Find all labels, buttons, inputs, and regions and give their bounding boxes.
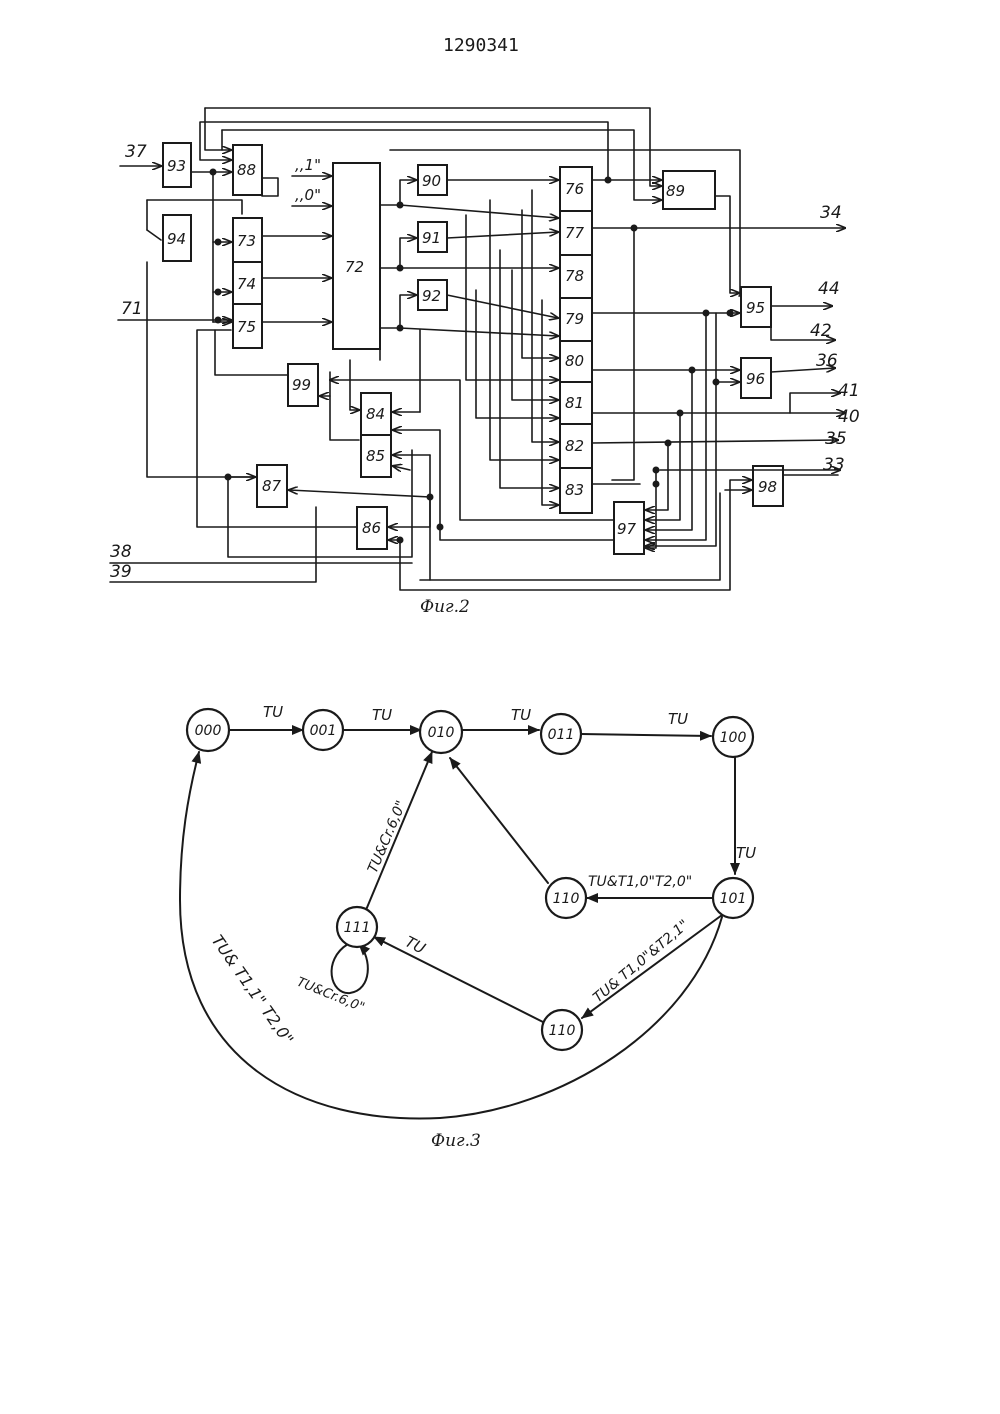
block-88-label: 88 (237, 161, 256, 179)
block-72 (333, 163, 380, 349)
block-94-label: 94 (167, 230, 186, 248)
state-110-upper-label: 110 (553, 891, 580, 907)
block-77-label: 77 (565, 224, 585, 242)
state-110-lower-label: 110 (549, 1023, 576, 1039)
block-99-label: 99 (292, 376, 311, 394)
transition-011-100-label: TU (668, 710, 688, 728)
block-78-label: 78 (565, 267, 584, 285)
state-010-label: 010 (428, 725, 455, 741)
block-79-label: 79 (565, 310, 584, 328)
transition-010-011-label: TU (511, 706, 531, 724)
block-80-label: 80 (565, 352, 584, 370)
output-40-label: 40 (838, 407, 860, 427)
transition-000-001-label: TU (263, 703, 283, 721)
block-91-label: 91 (422, 229, 441, 247)
transition-101-110b-label: TU& T1,0"&T2,1" (590, 917, 692, 1006)
transition-101-000-label: TU& T1,1" T2,0" (208, 931, 298, 1048)
block-83-label: 83 (565, 481, 584, 499)
fig3-edges (180, 730, 735, 1119)
block-75-label: 75 (237, 318, 256, 336)
transition-101-110-label: TU&T1,0"T2,0" (588, 874, 692, 890)
output-41-label: 41 (838, 381, 860, 401)
transition-100-101-label: TU (736, 844, 756, 862)
output-35-label: 35 (825, 429, 847, 449)
block-76-label: 76 (565, 180, 584, 198)
const-0-label: ,,0" (295, 186, 321, 204)
state-111-label: 111 (344, 920, 371, 936)
block-89-label: 89 (666, 182, 685, 200)
input-71-label: 71 (121, 299, 143, 319)
document-number: 1290341 (443, 35, 519, 56)
block-92-label: 92 (422, 287, 441, 305)
block-84-label: 84 (366, 405, 385, 423)
const-1-label: ,,1" (295, 156, 321, 174)
block-93-label: 93 (167, 157, 186, 175)
output-44-label: 44 (818, 279, 840, 299)
block-95-label: 95 (746, 299, 765, 317)
input-37-label: 37 (125, 142, 147, 162)
transition-111-self-label: TU&Cr.6,0" (295, 975, 367, 1016)
fig2-junctions (210, 169, 734, 544)
block-97-label: 97 (617, 520, 637, 538)
block-72-label: 72 (345, 258, 364, 276)
fig2-wiring (110, 108, 845, 590)
figure-2-block-diagram: 93 88 94 73 74 75 72 90 91 92 76 77 78 7… (110, 108, 860, 617)
block-87-label: 87 (262, 477, 282, 495)
input-39-label: 39 (110, 562, 132, 582)
block-96-label: 96 (746, 370, 765, 388)
state-011-label: 011 (548, 727, 575, 743)
block-85-label: 85 (366, 447, 385, 465)
state-101-label: 101 (720, 891, 747, 907)
output-42-label: 42 (810, 321, 832, 341)
block-90-label: 90 (422, 172, 441, 190)
state-000-label: 000 (195, 723, 222, 739)
block-74-label: 74 (237, 275, 256, 293)
state-001-label: 001 (310, 723, 337, 739)
block-82-label: 82 (565, 437, 584, 455)
block-73-label: 73 (237, 232, 256, 250)
input-38-label: 38 (110, 542, 132, 562)
transition-001-010-label: TU (372, 706, 392, 724)
transition-111-010-label: TU&Cr.6,0" (365, 798, 410, 875)
figure-3-caption: Фиг.3 (431, 1131, 481, 1151)
block-86-label: 86 (362, 519, 381, 537)
state-100-label: 100 (720, 730, 747, 746)
figure-3-state-diagram: 000 001 010 011 100 101 110 110 111 TU T… (180, 703, 756, 1151)
output-34-label: 34 (820, 203, 842, 223)
output-33-label: 33 (823, 455, 845, 475)
figure-2-caption: Фиг.2 (420, 597, 470, 617)
block-98-label: 98 (758, 478, 777, 496)
block-81-label: 81 (565, 394, 584, 412)
